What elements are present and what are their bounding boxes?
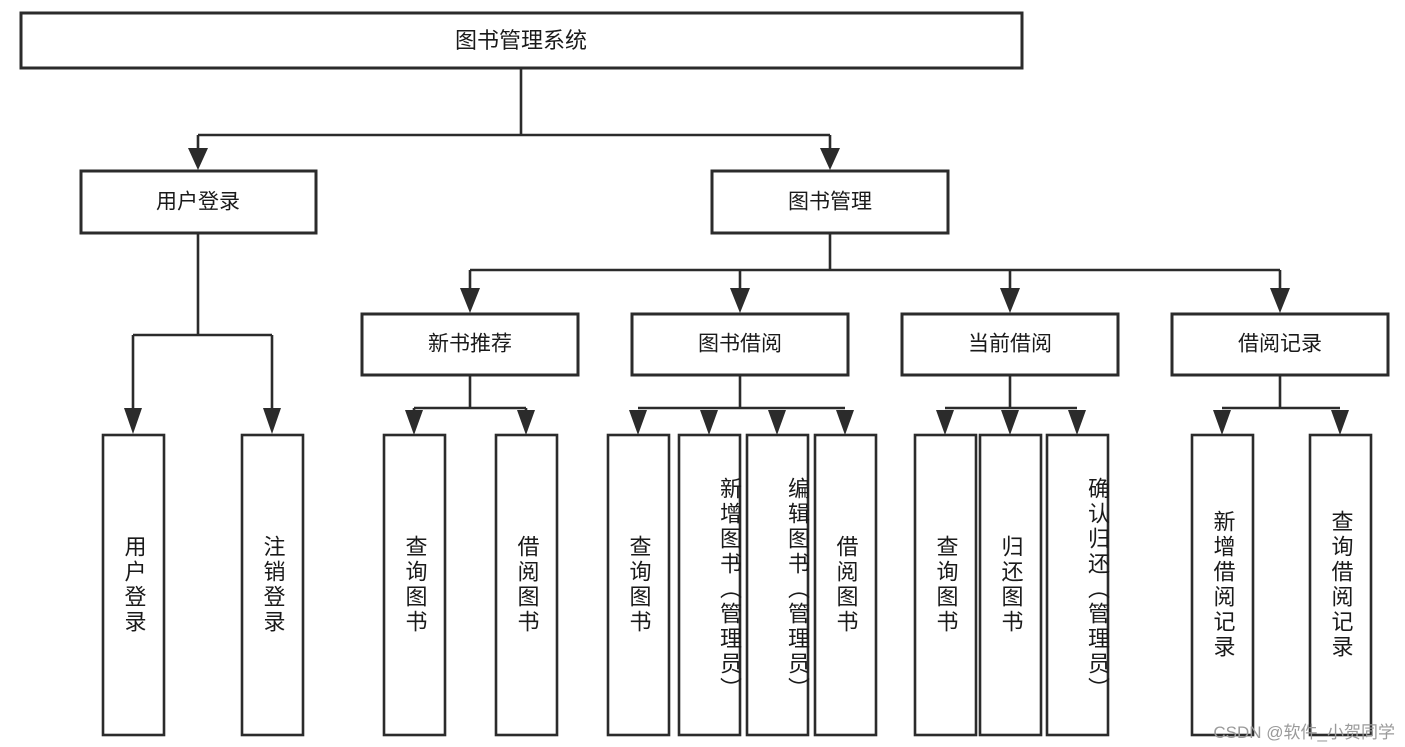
node-book-management[interactable]: 图书管理	[710, 169, 950, 235]
arrow-head-current-borrow-1	[1001, 410, 1019, 435]
leaf-box-user-login-1[interactable]	[240, 433, 305, 737]
arrow-head-current-borrow-2	[1068, 410, 1086, 435]
node-book-management-label: 图书管理	[788, 191, 872, 214]
node-root-label: 图书管理系统	[455, 28, 587, 53]
leaf-box-current-borrow-0[interactable]	[913, 433, 978, 737]
arrow-head-level2-0	[188, 148, 208, 170]
node-borrow-records-label: 借阅记录	[1238, 333, 1322, 356]
node-borrow-records[interactable]: 借阅记录	[1170, 312, 1390, 377]
arrow-head-book-borrow-3	[836, 410, 854, 435]
node-borrow-records-box[interactable]	[1170, 312, 1390, 377]
node-book-management-box[interactable]	[710, 169, 950, 235]
node-current-borrow-label: 当前借阅	[968, 333, 1052, 356]
arrow-head-borrow-records-1	[1331, 410, 1349, 435]
arrow-head-level3-0	[460, 288, 480, 313]
node-root-box[interactable]	[19, 11, 1024, 70]
node-user-login[interactable]: 用户登录	[79, 169, 318, 235]
node-new-book-recommend-label: 新书推荐	[428, 333, 512, 356]
node-root[interactable]: 图书管理系统	[19, 11, 1024, 70]
arrow-head-level3-3	[1270, 288, 1290, 313]
arrow-head-book-borrow-0	[629, 410, 647, 435]
leaf-box-current-borrow-1[interactable]	[978, 433, 1043, 737]
leaf-box-borrow-records-0[interactable]	[1190, 433, 1255, 737]
leaf-box-book-borrow-2[interactable]	[745, 433, 810, 737]
arrow-head-level3-1	[730, 288, 750, 313]
arrow-head-new-book-1	[517, 410, 535, 435]
node-new-book-recommend[interactable]: 新书推荐	[360, 312, 580, 377]
arrow-head-level3-2	[1000, 288, 1020, 313]
arrow-head-new-book-0	[405, 410, 423, 435]
arrow-head-current-borrow-0	[936, 410, 954, 435]
arrow-head-level2-1	[820, 148, 840, 170]
node-current-borrow-box[interactable]	[900, 312, 1120, 377]
leaf-box-new-book-1[interactable]	[494, 433, 559, 737]
leaf-box-user-login-0[interactable]	[101, 433, 166, 737]
arrow-head-book-borrow-1	[700, 410, 718, 435]
node-current-borrow[interactable]: 当前借阅	[900, 312, 1120, 377]
node-book-borrow-label: 图书借阅	[698, 333, 782, 356]
leaf-box-book-borrow-0[interactable]	[606, 433, 671, 737]
node-book-borrow[interactable]: 图书借阅	[630, 312, 850, 377]
arrow-head-book-borrow-2	[768, 410, 786, 435]
node-book-borrow-box[interactable]	[630, 312, 850, 377]
arrow-head-borrow-records-0	[1213, 410, 1231, 435]
leaf-box-book-borrow-1[interactable]	[677, 433, 742, 737]
leaf-box-borrow-records-1[interactable]	[1308, 433, 1373, 737]
leaf-box-current-borrow-2[interactable]	[1045, 433, 1110, 737]
leaf-box-book-borrow-3[interactable]	[813, 433, 878, 737]
node-new-book-recommend-box[interactable]	[360, 312, 580, 377]
watermark-label: CSDN @软件_小贺同学	[1213, 723, 1395, 742]
leaf-box-new-book-0[interactable]	[382, 433, 447, 737]
arrow-head-user-login-0	[124, 408, 142, 434]
node-user-login-label: 用户登录	[156, 191, 240, 214]
arrow-head-user-login-1	[263, 408, 281, 434]
